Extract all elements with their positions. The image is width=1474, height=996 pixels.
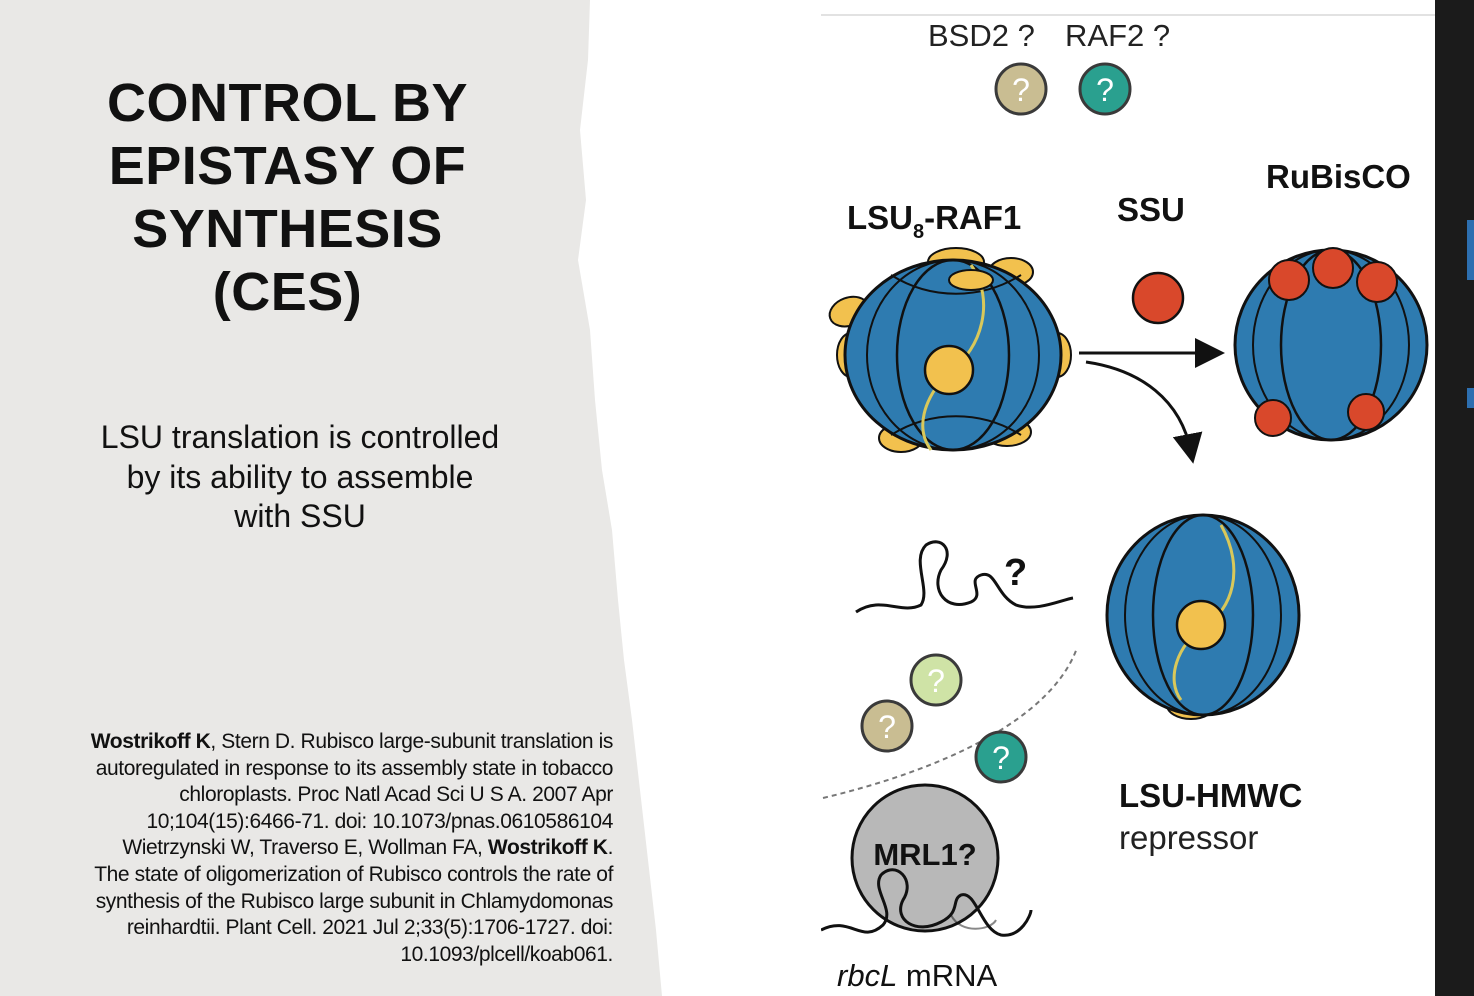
slide-title: CONTROL BY EPISTASY OF SYNTHESIS (CES)	[70, 72, 505, 324]
mrl1-icon	[821, 783, 1033, 937]
reference-author: Wostrikoff K	[487, 836, 608, 860]
reference-text: .	[607, 836, 614, 860]
khaki-question-icon: ?	[860, 699, 914, 753]
reference-line: Wietrzynski W, Traverso E, Wollman FA, W…	[18, 835, 613, 862]
question-mark: ?	[927, 663, 945, 699]
bsd2-label: BSD2 ?	[928, 18, 1035, 53]
slide-subtitle: LSU translation is controlled by its abi…	[60, 418, 540, 537]
reference-line: synthesis of the Rubisco large subunit i…	[95, 889, 614, 913]
raf2-label: RAF2 ?	[1065, 18, 1170, 53]
reference-line: autoregulated in response to its assembl…	[95, 756, 614, 780]
question-mark: ?	[878, 709, 896, 745]
question-mark: ?	[1096, 72, 1114, 108]
lsu8-suffix: -RAF1	[924, 199, 1021, 236]
title-line: SYNTHESIS	[132, 199, 443, 259]
lsu8-raf1-complex-icon	[828, 247, 1072, 453]
edge-marker	[1467, 220, 1474, 280]
reference-line: 10.1093/plcell/koab061.	[400, 942, 613, 966]
lsu8-subscript: 8	[913, 221, 924, 243]
reference-line: The state of oligomerization of Rubisco …	[94, 862, 613, 886]
question-mark: ?	[1004, 552, 1027, 594]
question-mark: ?	[1012, 72, 1030, 108]
lsu8-prefix: LSU	[847, 199, 913, 236]
reference-text: , Stern D. Rubisco large-subunit transla…	[210, 730, 613, 753]
bsd2-question-icon: ?	[994, 62, 1048, 116]
rubisco-holoenzyme-icon	[1233, 247, 1429, 442]
assembly-arrows	[1079, 338, 1225, 464]
subtitle-line: by its ability to assemble	[126, 458, 474, 495]
green-question-icon: ?	[909, 653, 963, 707]
reference-line: chloroplasts. Proc Natl Acad Sci U S A. …	[179, 783, 613, 807]
reference-line: reinhardtii. Plant Cell. 2021 Jul 2;33(5…	[126, 916, 614, 940]
window-edge	[1435, 0, 1474, 996]
ces-diagram: BSD2 ? RAF2 ? ? ? LSU8-RAF1 SSU RuBisCO	[821, 0, 1435, 996]
references: Wostrikoff K, Stern D. Rubisco large-sub…	[18, 729, 614, 968]
lsu-hmwc-icon	[1105, 513, 1301, 720]
teal-question-icon: ?	[974, 730, 1028, 784]
repressor-label: repressor	[1119, 819, 1258, 856]
reference-line: Wostrikoff K, Stern D. Rubisco large-sub…	[18, 729, 614, 756]
reference-author: Wostrikoff K	[90, 730, 211, 753]
reference-text: Wietrzynski W, Traverso E, Wollman FA,	[122, 836, 488, 860]
subtitle-line: LSU translation is controlled	[100, 419, 500, 455]
title-line: (CES)	[212, 262, 363, 322]
mrna-stem-loop-icon	[855, 540, 1074, 614]
lsu8-raf1-label: LSU8-RAF1	[847, 199, 1021, 243]
question-mark: ?	[992, 740, 1010, 776]
raf2-question-icon: ?	[1078, 62, 1132, 116]
subtitle-line: with SSU	[234, 498, 366, 534]
mrna-text: mRNA	[897, 958, 997, 993]
ssu-icon	[1131, 271, 1185, 325]
title-line: EPISTASY OF	[108, 136, 467, 196]
reference-line: 10;104(15):6466-71. doi: 10.1073/pnas.06…	[146, 809, 613, 833]
edge-marker	[1467, 388, 1474, 408]
title-line: CONTROL BY	[106, 73, 468, 133]
rubisco-label: RuBisCO	[1266, 158, 1411, 195]
ssu-label: SSU	[1117, 191, 1185, 228]
lsu-hmwc-label: LSU-HMWC	[1119, 777, 1302, 814]
mrl1-label: MRL1?	[873, 837, 976, 872]
rbcl-gene: rbcL	[837, 958, 897, 993]
rbcl-mrna-label: rbcL mRNA	[837, 958, 998, 993]
